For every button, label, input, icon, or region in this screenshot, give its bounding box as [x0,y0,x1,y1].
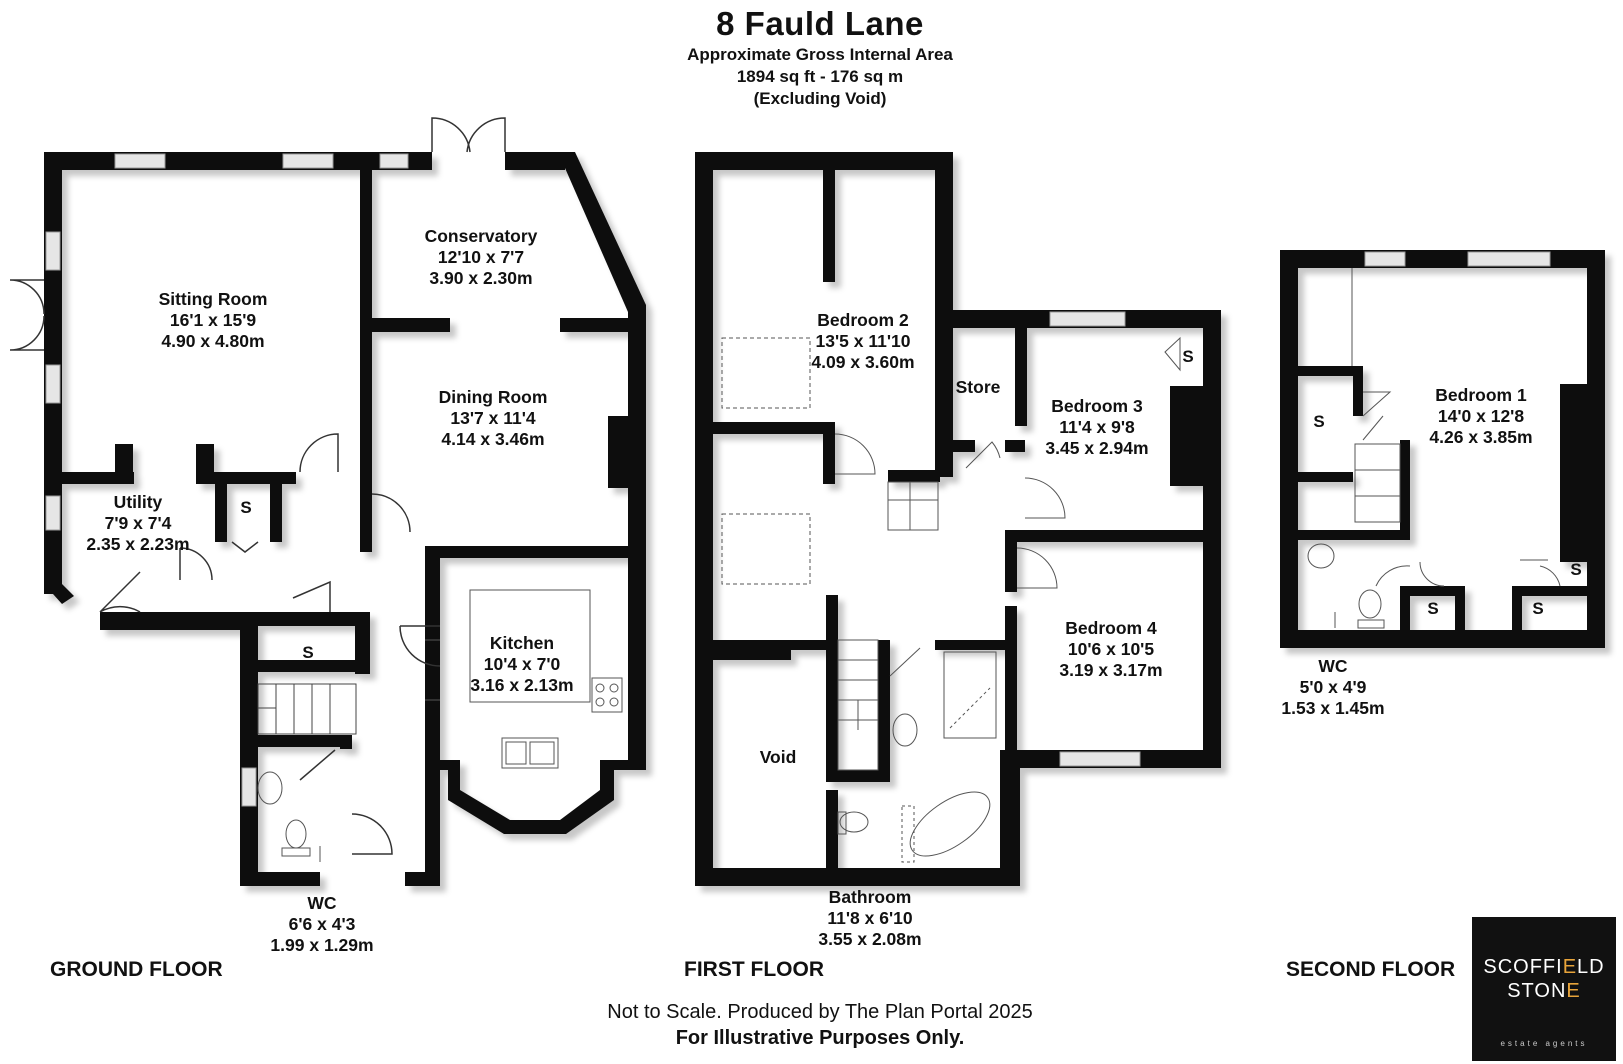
second-floor-label: SECOND FLOOR [1286,958,1456,981]
logo-line1-c: LD [1577,956,1605,978]
logo-line2: STONE [1472,979,1616,1003]
bedroom4-name: Bedroom 4 [1065,618,1157,638]
sitting-room-metric: 4.90 x 4.80m [161,331,265,351]
void-label: Void [760,747,797,768]
logo-line1-a: SCOFFI [1483,956,1563,978]
second-fittings [1307,268,1561,629]
ground-floor-label: GROUND FLOOR [50,958,223,981]
store-marker-hall: S [302,643,314,662]
bedroom4-imperial: 10'6 x 10'5 [1067,639,1155,659]
footer-disclaimer: For Illustrative Purposes Only. [675,1027,965,1049]
bathroom-metric: 3.55 x 2.08m [818,929,922,949]
ground-doors [9,117,506,855]
bedroom3-metric: 3.45 x 2.94m [1045,438,1149,458]
kitchen-imperial: 10'4 x 7'0 [483,654,561,674]
bedroom1-label: Bedroom 1 14'0 x 12'8 4.26 x 3.85m [1429,385,1532,448]
bedroom1-imperial: 14'0 x 12'8 [1437,406,1525,426]
utility-imperial: 7'9 x 7'4 [104,513,172,533]
logo-tagline: estate agents [1500,1039,1588,1048]
agency-logo: SCOFFIELD STONE estate agents [1472,917,1616,1061]
bedroom2-imperial: 13'5 x 11'10 [815,331,911,351]
second-windows [1364,251,1551,267]
kitchen-metric: 3.16 x 2.13m [470,675,574,695]
footer-scale-note: Not to Scale. Produced by The Plan Porta… [607,1001,1033,1023]
void-name: Void [759,747,797,767]
wc-second-name: WC [1318,656,1348,676]
bathroom-name: Bathroom [828,887,912,907]
kitchen-name: Kitchen [489,633,555,653]
store-label: Store [956,377,1001,398]
store-marker-bedroom3: S [1182,347,1194,366]
logo-line1-accent: E [1562,956,1578,978]
bedroom2-name: Bedroom 2 [817,310,909,330]
store-marker-utility: S [240,498,252,517]
bedroom4-metric: 3.19 x 3.17m [1059,660,1163,680]
wc-second-imperial: 5'0 x 4'9 [1299,677,1367,697]
property-title: 8 Fauld Lane [716,5,924,42]
utility-metric: 2.35 x 2.23m [86,534,190,554]
area-value: 1894 sq ft - 176 sq m [736,67,904,86]
area-note: (Excluding Void) [753,89,887,108]
dining-room-metric: 4.14 x 3.46m [441,429,545,449]
utility-label: Utility 7'9 x 7'4 2.35 x 2.23m [86,492,189,555]
bedroom4-label: Bedroom 4 10'6 x 10'5 3.19 x 3.17m [1059,618,1162,681]
ground-wc-fittings [257,771,321,862]
bedroom2-metric: 4.09 x 3.60m [811,352,915,372]
second-floor-plan [1280,250,1605,648]
title-block: 8 Fauld Lane Approximate Gross Internal … [0,4,1623,110]
bedroom3-imperial: 11'4 x 9'8 [1059,417,1135,437]
wc-ground-name: WC [307,893,337,913]
wc-second-label: WC 5'0 x 4'9 1.53 x 1.45m [1281,656,1384,719]
footer: Not to Scale. Produced by The Plan Porta… [0,999,1623,1051]
conservatory-imperial: 12'10 x 7'7 [437,247,525,267]
kitchen-label: Kitchen 10'4 x 7'0 3.16 x 2.13m [470,633,573,696]
ground-stairs [257,683,357,735]
logo-line2-a: STON [1507,980,1567,1002]
store-marker-eaves-mid: S [1532,599,1544,618]
sitting-room-name: Sitting Room [158,289,268,309]
bathroom-imperial: 11'8 x 6'10 [827,908,913,928]
sitting-room-imperial: 16'1 x 15'9 [169,310,257,330]
first-floor-label: FIRST FLOOR [684,958,824,981]
first-floor-plan [695,152,1221,886]
logo-line2-accent: E [1566,980,1581,1002]
logo-line1: SCOFFIELD [1472,955,1616,979]
wc-ground-label: WC 6'6 x 4'3 1.99 x 1.29m [270,893,373,956]
dining-room-name: Dining Room [438,387,548,407]
conservatory-label: Conservatory 12'10 x 7'7 3.90 x 2.30m [425,226,538,289]
first-windows [1049,311,1141,767]
conservatory-metric: 3.90 x 2.30m [429,268,533,288]
first-fittings [721,336,1181,863]
dining-room-imperial: 13'7 x 11'4 [450,408,536,428]
wc-ground-imperial: 6'6 x 4'3 [288,914,356,934]
store-marker-eaves-right: S [1570,560,1582,579]
bedroom1-metric: 4.26 x 3.85m [1429,427,1533,447]
store-name: Store [955,377,1001,397]
bedroom2-label: Bedroom 2 13'5 x 11'10 4.09 x 3.60m [811,310,914,373]
bathroom-label: Bathroom 11'8 x 6'10 3.55 x 2.08m [818,887,921,950]
ground-windows [45,153,409,807]
kitchen-fittings [425,589,623,769]
wc-second-metric: 1.53 x 1.45m [1281,698,1385,718]
store-marker-landing: S [1313,412,1325,431]
conservatory-name: Conservatory [424,226,538,246]
store-marker-eaves-left: S [1427,599,1439,618]
bedroom1-name: Bedroom 1 [1435,385,1527,405]
utility-name: Utility [113,492,163,512]
dining-room-label: Dining Room 13'7 x 11'4 4.14 x 3.46m [439,387,548,450]
wc-ground-metric: 1.99 x 1.29m [270,935,374,955]
bedroom3-name: Bedroom 3 [1051,396,1143,416]
bedroom3-label: Bedroom 3 11'4 x 9'8 3.45 x 2.94m [1045,396,1148,459]
sitting-room-label: Sitting Room 16'1 x 15'9 4.90 x 4.80m [159,289,268,352]
area-heading: Approximate Gross Internal Area [687,45,953,64]
